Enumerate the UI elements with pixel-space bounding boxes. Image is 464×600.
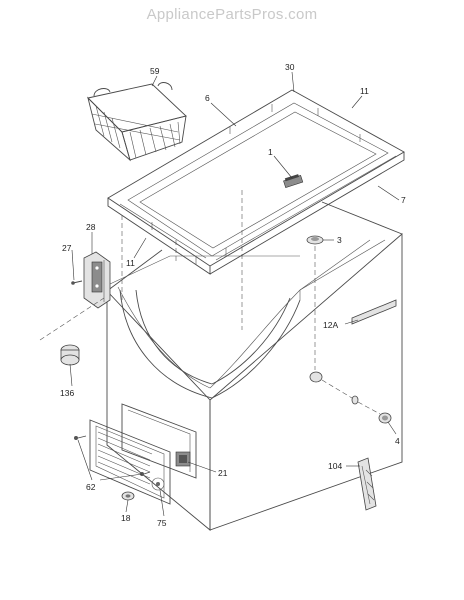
callout-18: 18	[121, 513, 131, 523]
hinge-screw	[71, 280, 83, 285]
cabinet-body	[106, 190, 403, 531]
callout-12a: 12A	[323, 320, 338, 330]
callout-75: 75	[157, 518, 167, 528]
leader-lines	[69, 71, 400, 517]
callout-59: 59	[150, 66, 160, 76]
callout-4: 4	[395, 436, 400, 446]
lid-frame	[107, 89, 405, 275]
callout-30: 30	[285, 62, 295, 72]
thermostat-bracket	[357, 457, 377, 511]
hinge-assembly	[83, 251, 111, 309]
callout-3: 3	[337, 235, 342, 245]
label-strip	[351, 299, 397, 325]
machine-compartment	[121, 403, 197, 479]
callout-1: 1	[268, 147, 273, 157]
callout-62: 62	[86, 482, 96, 492]
wire-basket	[87, 82, 187, 162]
callout-28: 28	[86, 222, 96, 232]
callout-7: 7	[401, 195, 406, 205]
callout-6: 6	[205, 93, 210, 103]
washer	[121, 491, 135, 501]
drain-plug	[306, 235, 324, 370]
drain-fitting	[309, 371, 392, 424]
access-grille	[89, 419, 171, 505]
callout-136: 136	[60, 388, 74, 398]
lid-handle	[283, 174, 304, 188]
watermark-text: AppliancePartsPros.com	[146, 6, 318, 23]
callout-21: 21	[218, 468, 228, 478]
callout-11-left: 11	[126, 258, 135, 268]
callout-labels: 59 30 6 11 1 7 28 27 3 11 12A 136 4 104 …	[60, 62, 406, 528]
callout-11-top: 11	[360, 86, 369, 96]
leveling-foot	[39, 297, 105, 366]
callout-104: 104	[328, 461, 342, 471]
callout-27: 27	[62, 243, 72, 253]
